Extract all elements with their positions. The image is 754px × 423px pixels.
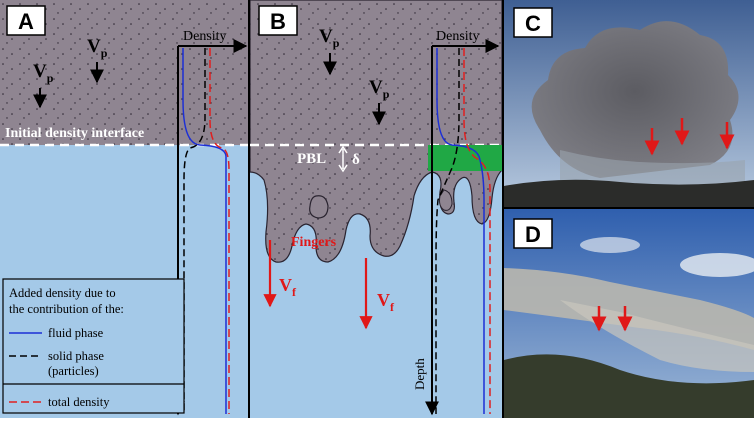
svg-text:Vp: Vp xyxy=(319,26,340,50)
ground-c xyxy=(504,179,754,207)
ash-blob-b2 xyxy=(439,189,453,211)
vp-label-a1: Vp xyxy=(87,36,108,60)
panel-b-badge xyxy=(258,5,298,36)
legend-title-line1: Added density due to xyxy=(9,286,116,300)
ash-cloud-d xyxy=(504,268,754,350)
cloud-d1 xyxy=(680,253,754,277)
vp-label-a2: Vp xyxy=(33,61,54,85)
svg-text:Vp: Vp xyxy=(369,77,390,101)
pbl-band xyxy=(428,145,502,171)
total-profile-b xyxy=(463,48,491,414)
ground-d xyxy=(504,354,754,418)
panel-b-label: B xyxy=(270,9,286,34)
solid-profile-a xyxy=(183,48,206,414)
pbl-label: PBL xyxy=(297,151,326,167)
ash-streaks-d xyxy=(560,300,754,372)
fluid-profile-a xyxy=(182,48,227,414)
fluid-profile-b xyxy=(436,48,485,414)
legend-total-label: total density xyxy=(48,395,110,409)
panel-c-label: C xyxy=(525,11,541,36)
panel-a-badge xyxy=(6,5,46,36)
panel-d-badge xyxy=(513,218,553,249)
ash-blob-b xyxy=(309,195,329,219)
panel-a-label: A xyxy=(18,9,34,34)
vp-label-b1: Vp xyxy=(319,26,340,50)
solid-profile-b xyxy=(435,48,460,414)
vf-label-b1: Vf xyxy=(279,275,297,299)
vp-label-b2: Vp xyxy=(369,77,390,101)
particles-b xyxy=(250,0,502,263)
density-label-a: Density xyxy=(183,29,227,44)
total-profile-a xyxy=(209,48,230,414)
panel-c-badge xyxy=(513,7,553,38)
panel-d-label: D xyxy=(525,222,541,247)
panel-c-photo: C xyxy=(504,0,754,207)
svg-text:Vp: Vp xyxy=(87,36,108,60)
cloud-d2 xyxy=(580,237,640,253)
legend-fluid-label: fluid phase xyxy=(48,326,104,340)
legend-box xyxy=(2,278,185,414)
legend-title-line2: the contribution of the: xyxy=(9,302,124,316)
interface-label: Initial density interface xyxy=(5,126,144,141)
delta-arrowheads xyxy=(338,145,348,173)
legend-solid-label2: (particles) xyxy=(48,364,99,378)
svg-text:Vp: Vp xyxy=(33,61,54,85)
panel-b: PBL δ Vp Vp Fingers Vf Vf Density Depth xyxy=(249,0,503,418)
ash-fall-c xyxy=(560,150,745,190)
density-label-b: Density xyxy=(436,29,480,44)
fingers-label: Fingers xyxy=(291,235,337,250)
legend: Added density due to the contribution of… xyxy=(2,278,185,414)
panel-d-photo: D xyxy=(504,209,754,418)
vf-label-b2: Vf xyxy=(377,290,395,314)
legend-solid-label1: solid phase xyxy=(48,349,104,363)
panel-a: Initial density interface Vp Vp Density … xyxy=(0,0,248,418)
depth-label-b: Depth xyxy=(412,358,427,390)
svg-text:Vf: Vf xyxy=(377,290,395,314)
svg-text:Vf: Vf xyxy=(279,275,297,299)
delta-label: δ xyxy=(352,152,360,168)
